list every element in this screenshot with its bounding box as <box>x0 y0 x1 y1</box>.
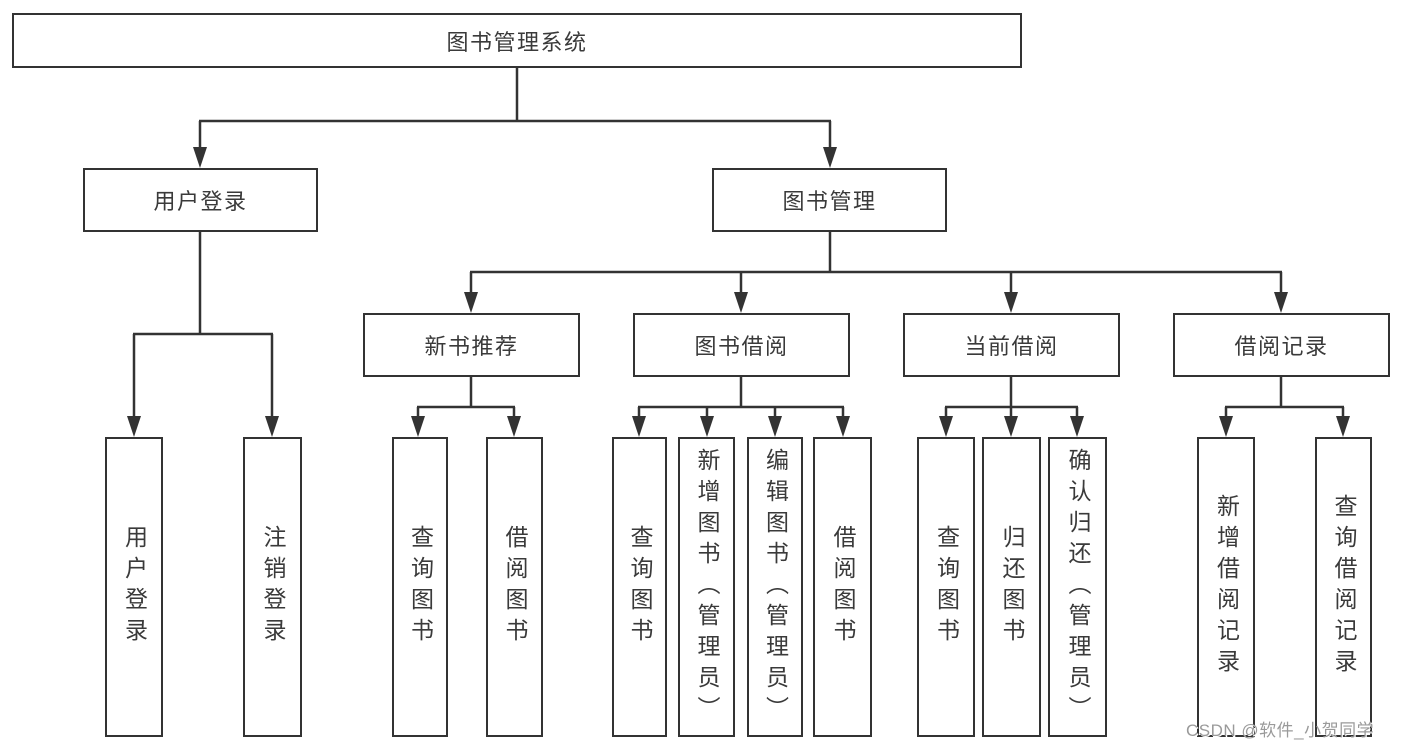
arrowheads <box>127 147 1350 437</box>
csdn-watermark: CSDN @软件_小贺同学 <box>1186 721 1375 740</box>
node-label: 图书管理系统 <box>446 29 588 55</box>
node-label: 归还图书 <box>999 525 1025 649</box>
leaf-edit-books-admin: 编辑图书（管理员） <box>747 437 803 737</box>
node-label: 当前借阅 <box>964 334 1059 359</box>
node-current-borrowing: 当前借阅 <box>903 313 1120 377</box>
node-root-library-system: 图书管理系统 <box>12 13 1022 68</box>
node-label: 借阅图书 <box>830 525 856 649</box>
node-label: 用户登录 <box>153 189 248 214</box>
node-label: 用户登录 <box>121 525 148 649</box>
node-label: 查询图书 <box>407 525 434 649</box>
node-label: 查询图书 <box>933 525 960 649</box>
node-label: 图书管理 <box>782 189 877 214</box>
leaf-query-books-borrow: 查询图书 <box>612 437 667 737</box>
node-label: 借阅图书 <box>502 525 528 649</box>
node-label: 查询借阅记录 <box>1331 494 1357 680</box>
node-label: 编辑图书（管理员） <box>762 447 789 727</box>
leaf-borrow-books-recommend: 借阅图书 <box>486 437 543 737</box>
leaf-logout: 注销登录 <box>243 437 302 737</box>
node-borrowing-records: 借阅记录 <box>1173 313 1390 377</box>
node-book-management-module: 图书管理 <box>712 168 947 232</box>
node-label: 借阅记录 <box>1234 334 1329 359</box>
leaf-add-borrow-record: 新增借阅记录 <box>1197 437 1255 737</box>
node-label: 图书借阅 <box>694 334 789 359</box>
node-user-login-module: 用户登录 <box>83 168 318 232</box>
leaf-query-books-current: 查询图书 <box>917 437 975 737</box>
node-label: 新书推荐 <box>424 334 519 359</box>
node-label: 新增借阅记录 <box>1213 494 1240 680</box>
leaf-query-books-recommend: 查询图书 <box>392 437 448 737</box>
node-label: 查询图书 <box>627 525 653 649</box>
node-label: 新增图书（管理员） <box>694 447 720 727</box>
leaf-query-borrow-record: 查询借阅记录 <box>1315 437 1372 737</box>
leaf-add-books-admin: 新增图书（管理员） <box>678 437 735 737</box>
leaf-borrow-books: 借阅图书 <box>813 437 872 737</box>
node-label: 确认归还（管理员） <box>1065 447 1091 727</box>
leaf-return-books: 归还图书 <box>982 437 1041 737</box>
leaf-user-login: 用户登录 <box>105 437 163 737</box>
node-book-borrowing: 图书借阅 <box>633 313 850 377</box>
leaf-confirm-return-admin: 确认归还（管理员） <box>1048 437 1107 737</box>
node-new-book-recommend: 新书推荐 <box>363 313 580 377</box>
node-label: 注销登录 <box>260 525 286 649</box>
